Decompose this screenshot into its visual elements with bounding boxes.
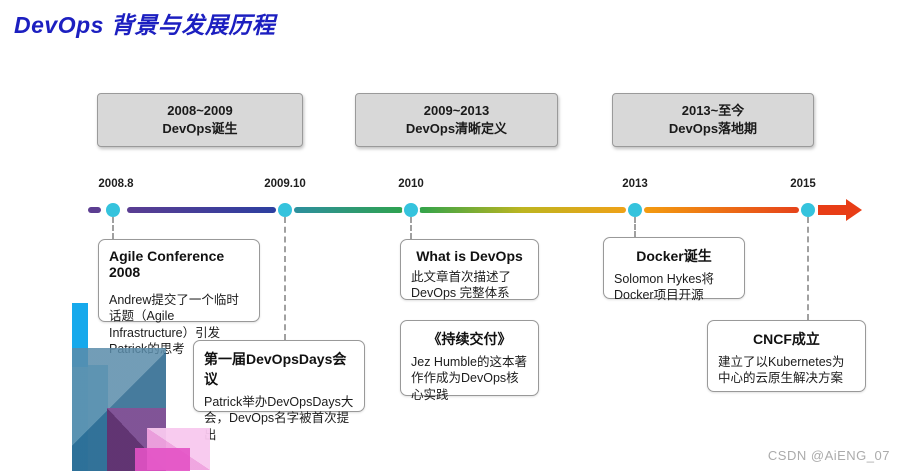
event-body: Jez Humble的这本著作作成为DevOps核心实践 — [411, 355, 527, 402]
phase-range: 2009~2013 — [423, 103, 490, 119]
phase-label: DevOps落地期 — [668, 121, 758, 136]
connector-2010 — [410, 217, 412, 239]
connector-2013 — [634, 217, 636, 237]
milestone-dot-2009 — [278, 203, 292, 217]
phase-range: 2013~至今 — [681, 103, 745, 119]
event-title: Agile Conference 2008 — [109, 248, 225, 280]
phase-box-definition: 2009~2013 DevOps清晰定义 — [355, 93, 558, 147]
event-body: 此文章首次描述了 DevOps 完整体系 — [411, 270, 512, 301]
event-body: 建立了以Kubernetes为中心的云原生解决方案 — [718, 355, 845, 386]
decoration-block-magenta — [135, 448, 190, 471]
phase-box-adoption: 2013~至今 DevOps落地期 — [612, 93, 814, 147]
event-card-devopsdays: 第一届DevOpsDays会议 Patrick举办DevOpsDays大会，De… — [193, 340, 365, 442]
decoration-block-purple — [107, 408, 166, 471]
phase-range: 2008~2009 — [167, 103, 233, 119]
event-body: Patrick举办DevOpsDays大会，DevOps名字被首次提出 — [204, 395, 354, 442]
event-title: What is DevOps — [416, 248, 523, 264]
phase-label: DevOps诞生 — [162, 121, 238, 136]
event-card-agile-conference: Agile Conference 2008 Andrew提交了一个临时话题（Ag… — [98, 239, 260, 356]
milestone-dot-2010 — [404, 203, 418, 217]
event-card-docker: Docker诞生 Solomon Hykes将 Docker项目开源 — [603, 237, 745, 302]
milestone-dot-2008 — [106, 203, 120, 217]
event-card-what-is-devops: What is DevOps 此文章首次描述了 DevOps 完整体系 — [400, 239, 539, 300]
event-title: Docker诞生 — [636, 248, 712, 264]
watermark: CSDN @AiENG_07 — [767, 448, 890, 463]
decoration-block-pink — [147, 428, 210, 470]
timeline-segment-4 — [644, 207, 799, 213]
year-label-2015: 2015 — [790, 178, 816, 190]
year-label-2013: 2013 — [622, 178, 648, 190]
decoration-bar-lightblue — [88, 365, 108, 471]
year-label-2008: 2008.8 — [98, 178, 134, 190]
decoration-bar-cyan — [72, 303, 88, 471]
event-card-cncf: CNCF成立 建立了以Kubernetes为中心的云原生解决方案 — [707, 320, 866, 392]
event-card-continuous-delivery: 《持续交付》 Jez Humble的这本著作作成为DevOps核心实践 — [400, 320, 539, 402]
page-title: DevOps 背景与发展历程 — [14, 12, 276, 38]
timeline-segment-1 — [127, 207, 276, 213]
decoration-block-steelblue — [72, 348, 166, 471]
milestone-dot-2015 — [801, 203, 815, 217]
timeline-segment-3 — [419, 207, 626, 213]
timeline-start-dash — [88, 207, 101, 213]
event-body: Solomon Hykes将 Docker项目开源 — [614, 272, 715, 303]
year-label-2009: 2009.10 — [264, 178, 306, 190]
connector-2008 — [112, 217, 114, 239]
timeline-arrow-body — [818, 205, 846, 215]
event-title: 《持续交付》 — [427, 331, 512, 347]
event-title: 第一届DevOpsDays会议 — [204, 351, 347, 387]
timeline-arrow-icon — [846, 199, 862, 221]
year-label-2010: 2010 — [398, 178, 424, 190]
connector-2009 — [284, 217, 286, 340]
phase-label: DevOps清晰定义 — [405, 121, 508, 136]
connector-2015 — [807, 217, 809, 320]
timeline-segment-2 — [294, 207, 403, 213]
phase-box-birth: 2008~2009 DevOps诞生 — [97, 93, 303, 147]
event-title: CNCF成立 — [753, 331, 820, 347]
milestone-dot-2013 — [628, 203, 642, 217]
